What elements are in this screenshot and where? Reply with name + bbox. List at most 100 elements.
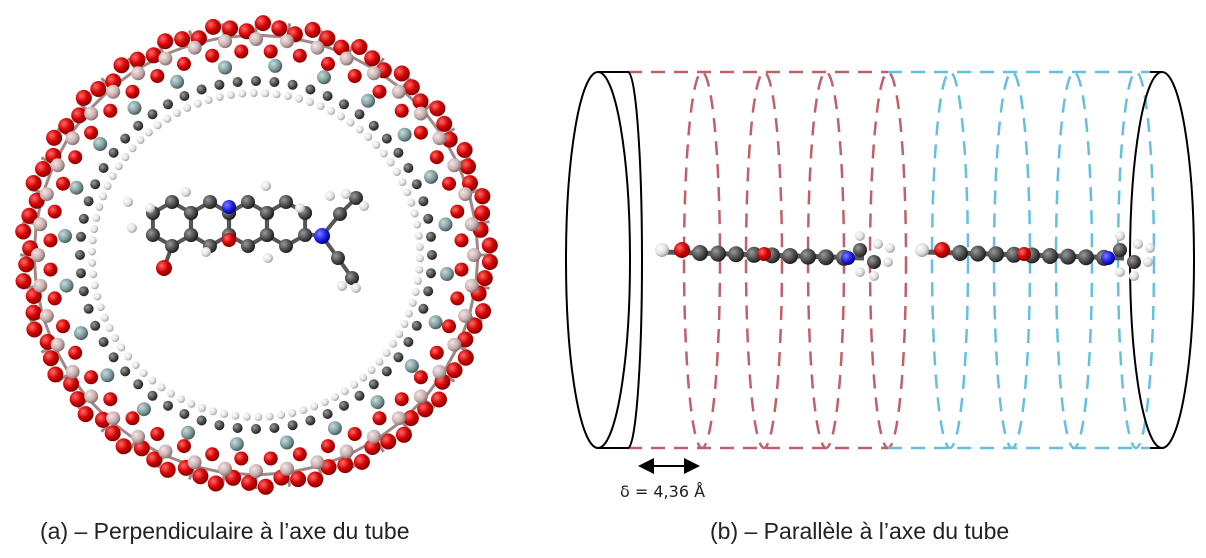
hydrogen-atom <box>145 203 155 213</box>
hydrogen-atom <box>131 361 140 370</box>
silicon-atom <box>39 308 54 323</box>
hydrogen-atom <box>341 189 351 199</box>
carbon-atom <box>354 109 365 120</box>
oxygen-atom <box>46 129 63 146</box>
carbon-atom <box>279 195 293 209</box>
hydrogen-atom <box>410 209 419 218</box>
oxygen-atom <box>159 461 176 478</box>
oxygen-atom <box>454 262 469 277</box>
silicon-atom <box>467 248 481 262</box>
carbon-atom <box>165 195 179 209</box>
oxygen-atom <box>156 260 172 276</box>
oxygen-atom <box>68 150 83 165</box>
hydrogen-atom <box>209 407 217 416</box>
hydrogen-atom <box>92 214 101 222</box>
oxygen-atom <box>43 262 58 277</box>
carbon-atom <box>1127 255 1141 269</box>
oxygen-atom <box>353 453 370 470</box>
hydrogen-atom <box>157 383 166 392</box>
silicon-atom <box>280 34 294 49</box>
carbon-atom <box>83 303 94 314</box>
hydrogen-atom <box>261 181 271 191</box>
carbon-atom <box>782 248 798 264</box>
carbon-atom <box>331 251 345 265</box>
silicon-atom <box>65 131 80 146</box>
silicon-atom <box>131 429 146 444</box>
carbon-atom <box>952 245 968 261</box>
hydrogen-atom <box>121 153 130 162</box>
oxygen-atom <box>26 321 43 338</box>
oxygen-atom <box>351 39 368 55</box>
oxygen-atom <box>263 44 278 59</box>
germanium-atom <box>268 58 283 73</box>
hydrogen-atom <box>90 225 99 234</box>
carbon-atom <box>423 213 434 224</box>
carbon-atom <box>305 84 316 95</box>
hydrogen-atom <box>408 298 417 307</box>
hydrogen-atom <box>288 409 297 417</box>
silicon-atom <box>432 131 447 146</box>
oxygen-atom <box>68 345 83 360</box>
carbon-atom <box>83 196 94 207</box>
carbon-atom <box>867 255 881 269</box>
hydrogen-atom <box>392 168 401 176</box>
hydrogen-atom <box>153 121 162 130</box>
oxygen-atom <box>436 115 453 132</box>
oxygen-atom <box>205 447 220 462</box>
oxygen-atom <box>1017 247 1031 261</box>
hydrogen-atom <box>238 89 247 98</box>
hydrogen-atom <box>167 389 175 398</box>
oxygen-atom <box>84 370 99 385</box>
hydrogen-atom <box>869 271 879 281</box>
oxygen-atom <box>125 84 140 99</box>
dye-molecule <box>123 181 369 293</box>
oxygen-atom <box>129 51 146 68</box>
carbon-atom <box>196 84 207 95</box>
oxygen-atom <box>241 474 258 491</box>
silicon-atom <box>249 464 263 478</box>
carbon-atom <box>368 379 379 390</box>
germanium-atom <box>69 180 84 195</box>
germanium-atom <box>397 127 412 142</box>
carbon-atom <box>853 243 867 257</box>
carbon-atom <box>287 420 298 431</box>
oxygen-atom <box>674 242 690 258</box>
hydrogen-atom <box>1133 239 1143 249</box>
germanium-atom <box>58 229 72 243</box>
germanium-atom <box>100 368 115 383</box>
oxygen-atom <box>145 47 162 64</box>
germanium-atom <box>136 402 151 417</box>
carbon-atom <box>418 303 429 314</box>
carbon-atom <box>108 352 119 363</box>
hydrogen-atom <box>100 313 109 322</box>
oxygen-atom <box>457 349 474 366</box>
carbon-atom <box>120 366 131 377</box>
germanium-atom <box>218 60 233 75</box>
hydrogen-atom <box>411 288 420 296</box>
silicon-atom <box>413 389 428 404</box>
oxygen-atom <box>290 471 307 488</box>
oxygen-atom <box>347 427 362 441</box>
silicon-atom <box>464 278 479 293</box>
silicon-atom <box>366 429 381 444</box>
oxygen-atom <box>15 273 32 290</box>
hydrogen-atom <box>400 320 409 328</box>
hydrogen-atom <box>89 270 98 279</box>
silicon-atom <box>158 51 173 66</box>
oxygen-atom <box>133 440 150 457</box>
hydrogen-atom <box>415 243 424 252</box>
oxygen-atom <box>456 142 473 158</box>
oxygen-atom <box>177 56 191 71</box>
oxygen-atom <box>442 176 456 191</box>
oxygen-atom <box>462 175 478 192</box>
hydrogen-atom <box>873 239 883 249</box>
carbon-atom <box>241 239 255 253</box>
carbon-atom <box>163 99 173 110</box>
hydrogen-atom <box>88 236 97 245</box>
oxygen-atom <box>450 291 465 306</box>
carbon-atom <box>98 163 109 173</box>
oxygen-atom <box>460 158 476 175</box>
hydrogen-atom <box>299 406 308 415</box>
silicon-atom <box>391 84 406 99</box>
